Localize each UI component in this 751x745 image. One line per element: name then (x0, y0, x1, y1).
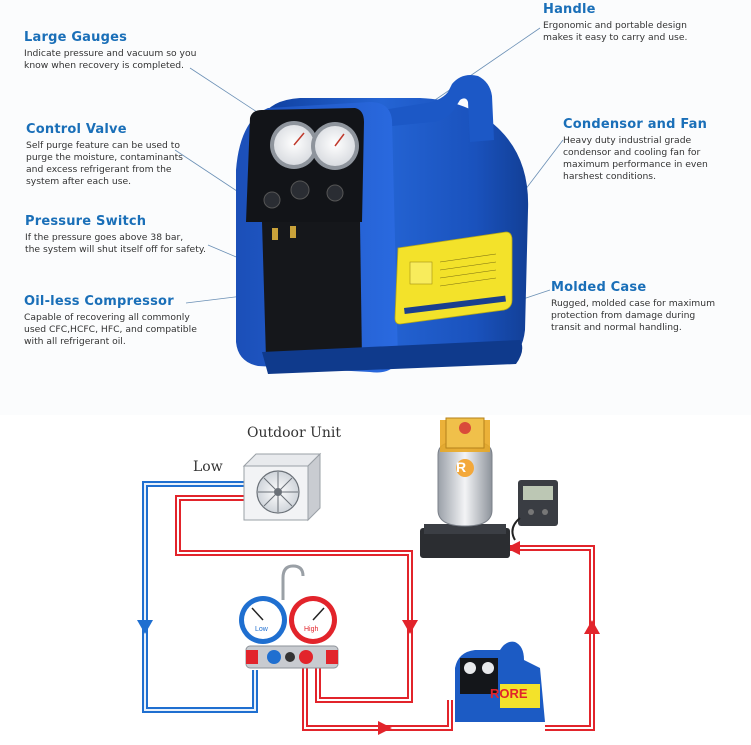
feature-title: Pressure Switch (25, 214, 147, 229)
low-side-label: Low (193, 459, 223, 475)
recovery-diagram-panel (0, 415, 751, 745)
feature-description: Self purge feature can be used to purge … (26, 140, 183, 187)
feature-title: Large Gauges (24, 30, 128, 45)
recovery-machine (236, 75, 529, 374)
feature-description: Rugged, molded case for maximum protecti… (551, 298, 716, 333)
machine-brand: RORE (490, 686, 528, 701)
refrigerant-lines (142, 481, 595, 731)
feature-description: Heavy duty industrial grade condensor an… (563, 135, 708, 182)
small-recovery-machine (455, 641, 545, 722)
outdoor-unit-label: Outdoor Unit (247, 425, 342, 441)
refrigerant-cylinder (420, 417, 510, 558)
feature-control-valve: Control Valve Self purge feature can be … (26, 122, 183, 188)
feature-description: Indicate pressure and vacuum so you know… (24, 48, 197, 71)
gauge-low-text: Low (255, 626, 268, 633)
feature-title: Condensor and Fan (563, 117, 708, 132)
cylinder-letter: R (456, 459, 467, 475)
manifold-gauge-set (239, 564, 339, 669)
scale-display (511, 480, 558, 541)
feature-title: Oil-less Compressor (24, 294, 174, 309)
feature-title: Molded Case (551, 280, 647, 295)
feature-description: If the pressure goes above 38 bar, the s… (25, 232, 206, 255)
feature-pressure-switch: Pressure Switch If the pressure goes abo… (25, 214, 206, 256)
gauge-high-text: High (304, 626, 319, 633)
feature-description: Ergonomic and portable design makes it e… (543, 20, 688, 43)
feature-title: Control Valve (26, 122, 127, 137)
feature-oilless-compressor: Oil-less Compressor Capable of recoverin… (24, 294, 197, 348)
feature-condensor-fan: Condensor and Fan Heavy duty industrial … (563, 117, 708, 183)
outdoor-unit (242, 452, 322, 522)
feature-large-gauges: Large Gauges Indicate pressure and vacuu… (24, 30, 196, 72)
feature-description: Capable of recovering all commonly used … (24, 312, 197, 347)
feature-title: Handle (543, 2, 596, 17)
flow-arrows (137, 541, 600, 735)
feature-handle: Handle Ergonomic and portable design mak… (543, 2, 687, 44)
feature-molded-case: Molded Case Rugged, molded case for maxi… (551, 280, 715, 334)
